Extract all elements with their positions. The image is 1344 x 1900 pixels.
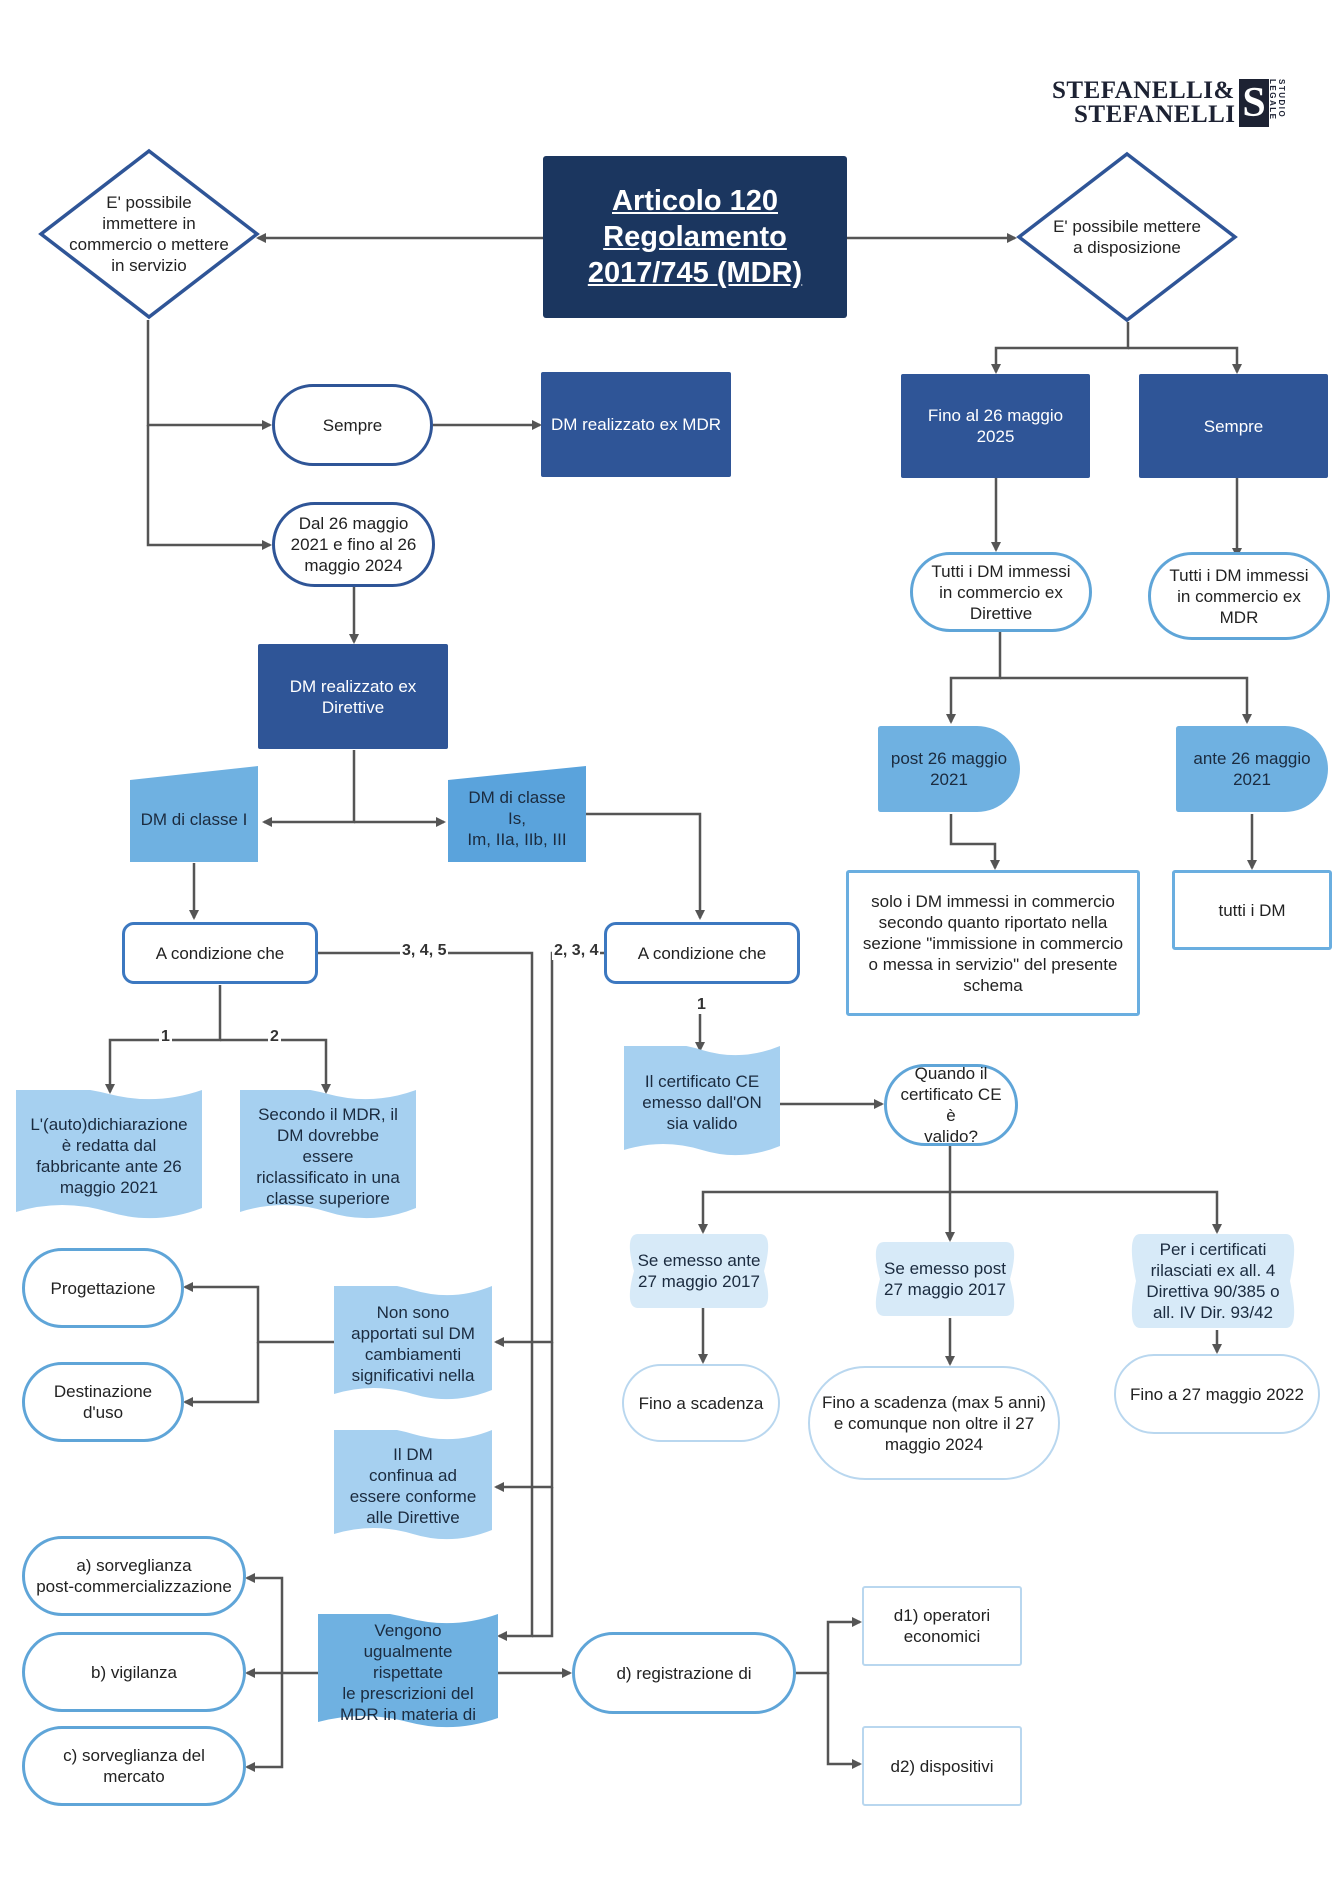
cert-directive-text: Per i certificati rilasciati ex all. 4 D… <box>1146 1240 1280 1322</box>
self-declaration-doc: L'(auto)dichiarazione è redatta dal fabb… <box>16 1090 202 1222</box>
ce-valid-doc: Il certificato CE emesso dall'ON sia val… <box>624 1046 780 1158</box>
condition-box-1: A condizione che <box>122 922 318 984</box>
always-text-right: Sempre <box>1203 416 1264 436</box>
dm-mdr-text: DM realizzato ex MDR <box>550 415 722 434</box>
operators-text: d1) operatori economici <box>893 1606 991 1646</box>
dm-directives-box: DM realizzato ex Direttive <box>258 644 448 749</box>
reclassify-doc: Secondo il MDR, il DM dovrebbe essere ri… <box>240 1090 416 1222</box>
class-other-shape: DM di classe Is, Im, IIa, IIb, III <box>448 766 586 862</box>
no-changes-text: Non sono apportati sul DM cambiamenti si… <box>351 1303 475 1385</box>
intended-use-pill: Destinazione d'uso <box>22 1362 184 1442</box>
reclassify-text: Secondo il MDR, il DM dovrebbe essere ri… <box>256 1104 400 1208</box>
mdr-prescriptions-doc: Vengono ugualmente rispettate le prescri… <box>318 1614 498 1730</box>
condition-text-1: A condizione che <box>155 943 285 963</box>
all-directives-text: Tutti i DM immessi in commercio ex Diret… <box>931 561 1071 623</box>
edge-label-1b: 1 <box>695 996 708 1014</box>
post-2021-tab: post 26 maggio 2021 <box>878 726 1020 812</box>
condition-box-2: A condizione che <box>604 922 800 984</box>
until-expiry-max-text: Fino a scadenza (max 5 anni) e comunque … <box>822 1392 1046 1454</box>
left-decision-text: E' possibile immettere in commercio o me… <box>69 193 229 275</box>
always-pill-left: Sempre <box>272 384 433 466</box>
post-2017-text: Se emesso post 27 maggio 2017 <box>884 1259 1006 1299</box>
market-surveillance-pill: c) sorveglianza del mercato <box>22 1726 246 1806</box>
self-declaration-text: L'(auto)dichiarazione è redatta dal fabb… <box>30 1115 188 1197</box>
until-2025-box: Fino al 26 maggio 2025 <box>901 374 1090 478</box>
edge-label-1a: 1 <box>159 1028 172 1046</box>
until-expiry-max-pill: Fino a scadenza (max 5 anni) e comunque … <box>808 1366 1060 1480</box>
only-placed-box: solo i DM immessi in commercio secondo q… <box>846 870 1140 1016</box>
ce-when-pill: Quando il certificato CE è valido? <box>884 1064 1018 1146</box>
until-2022-text: Fino a 27 maggio 2022 <box>1130 1384 1304 1404</box>
post-market-pill: a) sorveglianza post-commercializzazione <box>22 1536 246 1616</box>
vigilance-pill: b) vigilanza <box>22 1632 246 1712</box>
edge-label-2: 2 <box>268 1028 281 1046</box>
no-changes-doc: Non sono apportati sul DM cambiamenti si… <box>334 1286 492 1402</box>
right-decision-text: E' possibile mettere a disposizione <box>1053 217 1201 257</box>
registration-text: d) registrazione di <box>616 1663 752 1683</box>
diagram-title-text: Articolo 120 Regolamento 2017/745 (MDR) <box>587 185 803 289</box>
mdr-prescriptions-text: Vengono ugualmente rispettate le prescri… <box>339 1620 477 1724</box>
dm-mdr-box: DM realizzato ex MDR <box>541 372 731 477</box>
right-decision-diamond: E' possibile mettere a disposizione <box>1016 151 1238 323</box>
post-2017-tab: Se emesso post 27 maggio 2017 <box>870 1242 1020 1316</box>
logo-line-2: STEFANELLI <box>1074 101 1236 128</box>
still-compliant-doc: Il DM confinua ad essere conforme alle D… <box>334 1430 492 1542</box>
still-compliant-text: Il DM confinua ad essere conforme alle D… <box>349 1445 477 1527</box>
ante-2021-tab: ante 26 maggio 2021 <box>1176 726 1328 812</box>
logo-line-1: STEFANELLI& <box>1052 77 1235 104</box>
ante-2017-tab: Se emesso ante 27 maggio 2017 <box>624 1234 774 1308</box>
diagram-title: Articolo 120 Regolamento 2017/745 (MDR) <box>543 156 847 318</box>
post-market-text: a) sorveglianza post-commercializzazione <box>36 1556 232 1596</box>
design-text: Progettazione <box>50 1278 156 1298</box>
studio-logo: STEFANELLI& STEFANELLI S STUDIO LEGALE <box>1052 77 1308 129</box>
cert-directive-tab: Per i certificati rilasciati ex all. 4 D… <box>1126 1234 1300 1328</box>
devices-box: d2) dispositivi <box>862 1726 1022 1806</box>
period-pill: Dal 26 maggio 2021 e fino al 26 maggio 2… <box>272 502 435 587</box>
logo-side-text: STUDIO LEGALE <box>1268 79 1286 121</box>
condition-text-2: A condizione che <box>637 943 767 963</box>
only-placed-text: solo i DM immessi in commercio secondo q… <box>862 891 1124 995</box>
edge-label-345: 3, 4, 5 <box>400 942 449 960</box>
ante-2017-text: Se emesso ante 27 maggio 2017 <box>637 1251 761 1291</box>
period-text: Dal 26 maggio 2021 e fino al 26 maggio 2… <box>290 514 417 575</box>
all-dm-box: tutti i DM <box>1172 870 1332 950</box>
design-pill: Progettazione <box>22 1248 184 1328</box>
registration-pill: d) registrazione di <box>572 1632 796 1714</box>
operators-box: d1) operatori economici <box>862 1586 1022 1666</box>
all-dm-text: tutti i DM <box>1218 900 1286 920</box>
left-decision-diamond: E' possibile immettere in commercio o me… <box>38 148 260 320</box>
class-other-text: DM di classe Is, Im, IIa, IIb, III <box>467 787 567 849</box>
vigilance-text: b) vigilanza <box>91 1662 177 1682</box>
devices-text: d2) dispositivi <box>890 1756 994 1776</box>
dm-directives-text: DM realizzato ex Direttive <box>289 676 417 717</box>
always-box-right: Sempre <box>1139 374 1328 478</box>
until-2025-text: Fino al 26 maggio 2025 <box>927 406 1064 446</box>
ce-when-text: Quando il certificato CE è valido? <box>900 1064 1002 1146</box>
logo-monogram: S <box>1239 79 1269 127</box>
ce-valid-text: Il certificato CE emesso dall'ON sia val… <box>642 1071 762 1133</box>
post-2021-text: post 26 maggio 2021 <box>890 749 1008 789</box>
intended-use-text: Destinazione d'uso <box>53 1382 153 1422</box>
all-directives-pill: Tutti i DM immessi in commercio ex Diret… <box>910 552 1092 632</box>
class-i-text: DM di classe I <box>140 809 248 829</box>
until-expiry-pill: Fino a scadenza <box>622 1364 780 1442</box>
all-mdr-text: Tutti i DM immessi in commercio ex MDR <box>1169 565 1309 627</box>
until-expiry-text: Fino a scadenza <box>638 1393 764 1413</box>
all-mdr-pill: Tutti i DM immessi in commercio ex MDR <box>1148 552 1330 640</box>
class-i-shape: DM di classe I <box>130 766 258 862</box>
edge-label-234: 2, 3, 4 <box>552 942 601 960</box>
always-text-left: Sempre <box>322 415 383 435</box>
until-2022-pill: Fino a 27 maggio 2022 <box>1114 1354 1320 1434</box>
market-surveillance-text: c) sorveglianza del mercato <box>63 1746 205 1786</box>
ante-2021-text: ante 26 maggio 2021 <box>1193 749 1311 789</box>
